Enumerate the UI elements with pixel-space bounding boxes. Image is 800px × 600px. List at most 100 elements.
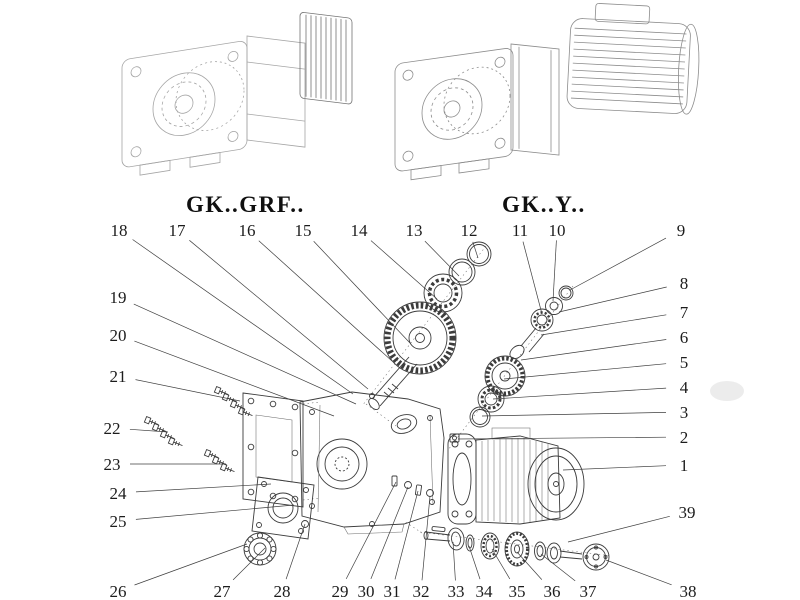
part-number-9: 9	[677, 221, 686, 240]
part-number-27: 27	[214, 582, 232, 600]
retaining-ring	[466, 241, 492, 267]
part-number-2: 2	[680, 428, 689, 447]
leader-line-36	[516, 551, 543, 580]
leader-line-11	[522, 241, 543, 315]
shim-ring	[448, 258, 476, 286]
leader-line-19	[133, 303, 357, 405]
leader-line-4	[492, 387, 667, 400]
part-number-14: 14	[351, 221, 369, 240]
washer	[545, 297, 563, 315]
part-number-38: 38	[680, 582, 697, 600]
part-number-26: 26	[110, 582, 127, 600]
part-number-3: 3	[680, 403, 689, 422]
variant-title-grf: GK..GRF..	[186, 192, 305, 217]
spacer-ring	[469, 406, 491, 428]
part-number-22: 22	[104, 419, 121, 438]
part-number-29: 29	[332, 582, 349, 600]
part-number-34: 34	[476, 582, 494, 600]
motor-fins	[481, 438, 549, 523]
pinion-axis	[447, 285, 574, 451]
part-number-31: 31	[384, 582, 401, 600]
part-number-21: 21	[110, 367, 127, 386]
part-number-33: 33	[448, 582, 465, 600]
housing-bolts	[143, 386, 255, 475]
leader-line-21	[135, 379, 241, 402]
bevel-pinion-assembly	[469, 285, 574, 428]
leader-line-20	[134, 340, 335, 417]
motor-flange	[447, 433, 477, 525]
leader-line-37	[540, 553, 576, 582]
part-number-11: 11	[512, 221, 528, 240]
ball-bearing-input	[423, 273, 463, 313]
leader-line-31	[394, 490, 419, 580]
leader-line-32	[421, 495, 431, 581]
part-number-8: 8	[680, 274, 689, 293]
roller-bearing	[243, 532, 277, 566]
output-bearing-2	[480, 532, 500, 560]
leader-line-7	[540, 314, 667, 336]
output-bearing-3	[546, 542, 562, 564]
leader-line-18	[132, 239, 354, 395]
motor-body	[475, 435, 561, 525]
leader-line-29	[345, 481, 397, 580]
part-number-5: 5	[680, 353, 689, 372]
electric-motor-drawing	[566, 3, 700, 115]
end-cover	[582, 543, 610, 571]
gear-housing	[299, 391, 445, 535]
leader-line-16	[258, 240, 393, 362]
leader-line-8	[558, 286, 667, 313]
input-gear-assembly	[368, 241, 492, 410]
leader-line-33	[452, 541, 456, 581]
part-number-7: 7	[680, 303, 689, 322]
leader-line-2	[457, 436, 667, 440]
leader-line-27	[232, 547, 266, 581]
leader-line-13	[424, 240, 460, 277]
input-shaft	[368, 356, 418, 410]
part-number-28: 28	[274, 582, 291, 600]
part-number-19: 19	[110, 288, 127, 307]
motor-fan-cover	[527, 447, 585, 521]
part-number-13: 13	[406, 221, 423, 240]
part-number-23: 23	[104, 455, 121, 474]
leader-line-38	[605, 559, 672, 586]
leader-line-10	[552, 240, 557, 302]
snap-ring	[558, 285, 574, 301]
part-number-6: 6	[680, 328, 689, 347]
leader-line-9	[569, 237, 667, 291]
exploded-view	[143, 241, 744, 571]
leader-line-24	[135, 483, 272, 493]
part-number-1: 1	[680, 456, 689, 475]
part-number-10: 10	[549, 221, 566, 240]
leader-line-14	[370, 240, 438, 300]
part-number-24: 24	[110, 484, 128, 503]
shaft-key	[431, 526, 446, 533]
bearing-cover-plate	[251, 476, 315, 540]
leader-line-22	[129, 428, 169, 433]
leader-line-28	[285, 523, 306, 580]
input-flange-cover-drawing	[299, 12, 353, 105]
part-number-35: 35	[509, 582, 526, 600]
lock-washer	[534, 541, 546, 561]
leader-line-3	[481, 412, 667, 417]
output-gear	[504, 531, 530, 567]
input-shaft-axis	[361, 245, 487, 407]
leader-line-30	[370, 486, 409, 580]
leader-line-34	[468, 545, 481, 580]
leader-line-39	[567, 515, 670, 543]
bevel-gear	[484, 355, 526, 397]
part-number-32: 32	[413, 582, 430, 600]
output-shaft-assembly	[423, 526, 610, 571]
leader-line-35	[491, 548, 511, 580]
leader-line-15	[313, 241, 411, 344]
bevel-pinion-shaft	[509, 327, 545, 360]
watermark	[710, 381, 744, 401]
variant-title-y: GK..Y..	[502, 192, 586, 217]
leader-line-17	[189, 240, 369, 390]
mounting-gasket-plate	[242, 392, 304, 508]
part-number-4: 4	[680, 378, 689, 397]
leader-line-6	[520, 339, 667, 361]
part-number-18: 18	[111, 221, 128, 240]
